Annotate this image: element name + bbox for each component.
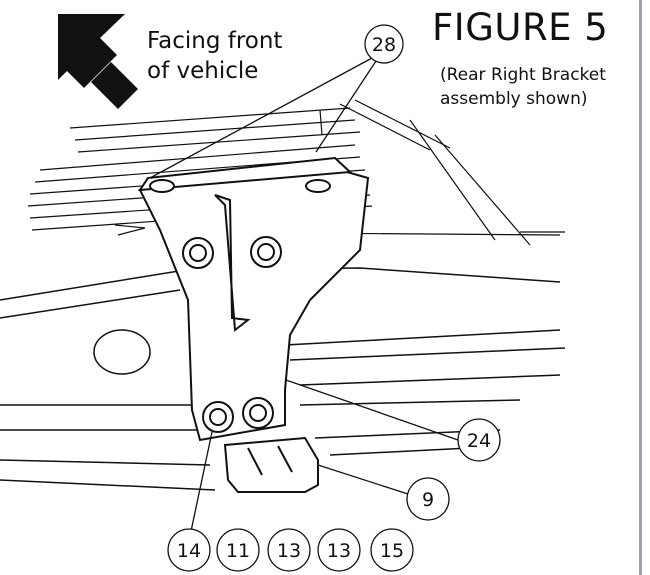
callout-9-circle [406,477,450,521]
callout-11-circle [216,528,260,572]
bolt-upper-right [250,236,282,268]
lower-clamp-9 [223,436,319,493]
callout-11: 11 [226,540,250,562]
bolt-lower-left [202,401,234,433]
direction-arrow-icon [58,14,138,109]
callout-24-circle [457,418,501,462]
callout-15: 15 [380,540,404,562]
figure-title: FIGURE 5 [432,6,609,49]
callout-13b-circle [317,528,361,572]
page-edge-rule [639,0,642,575]
callout-28: 28 [372,34,396,56]
callout-13a-circle [267,528,311,572]
leader-lines [149,57,459,537]
figure-subtitle-line1: (Rear Right Bracket [440,65,606,85]
orientation-label-line1: Facing front [147,28,283,54]
callout-9: 9 [422,489,434,511]
callout-numbers: 28 24 9 14 11 13 13 15 [177,34,491,562]
bolt-lower-right [242,397,274,429]
callout-13a: 13 [277,540,301,562]
callout-13b: 13 [327,540,351,562]
callouts [167,24,501,572]
callout-28-circle [364,24,404,64]
orientation-label-line2: of vehicle [147,58,259,84]
callout-24: 24 [467,430,491,452]
figure-subtitle-line2: assembly shown) [440,89,588,109]
callout-14: 14 [177,540,201,562]
bolt-upper-left [182,237,214,269]
callout-15-circle [370,528,414,572]
callout-14-circle [167,528,211,572]
hex-bolts [182,236,282,433]
